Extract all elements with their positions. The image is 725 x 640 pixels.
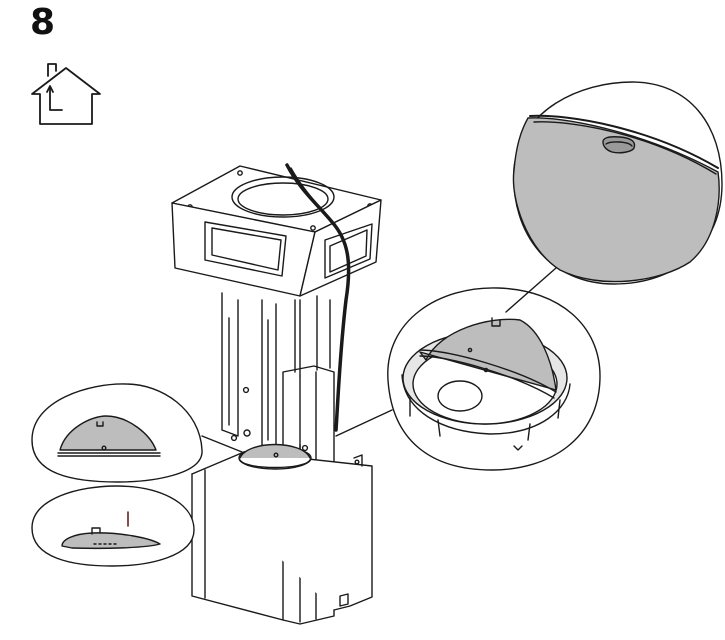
damper-flap-top-view — [31, 383, 243, 483]
damper-flap-side-view — [31, 485, 195, 567]
step-number: 8 — [30, 2, 56, 43]
hood-body — [191, 443, 373, 621]
flap-notch-closeup — [505, 81, 723, 313]
duct-ring-closeup — [335, 287, 601, 471]
chimney-bracket-frame — [171, 163, 382, 451]
house-with-chimney-duct-icon — [31, 63, 101, 125]
